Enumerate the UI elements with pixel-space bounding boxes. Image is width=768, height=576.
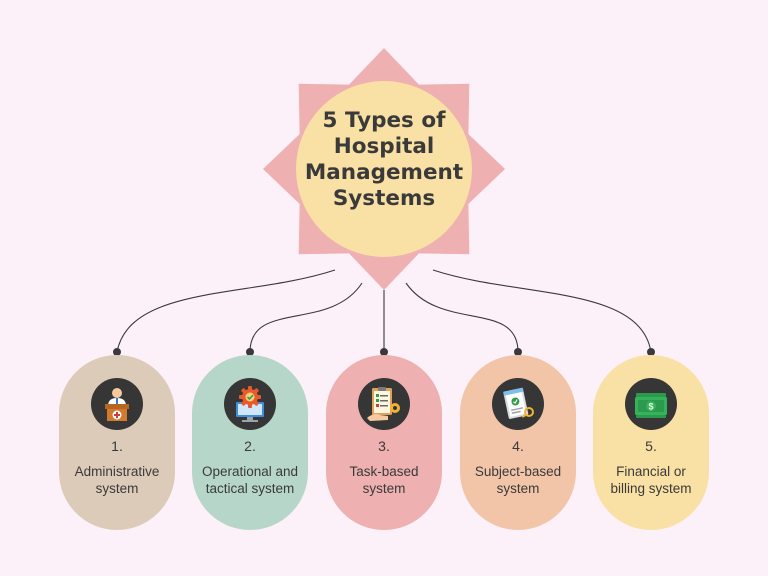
clipboard-task-icon (358, 378, 410, 430)
system-number: 4. (512, 438, 524, 454)
system-card-subject-based: 4. Subject-based system (460, 355, 576, 530)
system-label-line: system (362, 481, 406, 496)
system-label-line: system (95, 481, 139, 496)
system-label-line: billing system (610, 481, 692, 496)
connector-1 (116, 269, 336, 353)
connector-dots (113, 348, 655, 356)
system-label-line: Operational and (201, 464, 299, 479)
system-card-operational: 2. Operational and tactical system (192, 355, 308, 530)
system-label: Task-based system (330, 463, 438, 497)
system-label-line: Task-based (349, 464, 419, 479)
system-card-task-based: 3. Task-based system (326, 355, 442, 530)
system-label-line: system (496, 481, 540, 496)
connector-dot-4 (514, 348, 522, 356)
title-line-4: Systems (332, 186, 436, 211)
money-bill-icon: $ (625, 378, 677, 430)
system-label-line: Subject-based (474, 464, 562, 479)
connector-dot-2 (246, 348, 254, 356)
system-label-line: tactical system (205, 481, 295, 496)
title-circle (296, 81, 472, 257)
system-number: 1. (111, 438, 123, 454)
title-line-1: 5 Types of (322, 108, 446, 133)
system-label-line: Financial or (616, 464, 686, 479)
system-card-financial: $ 5. Financial or billing system (593, 355, 709, 530)
connector-2 (249, 282, 363, 353)
connector-4 (405, 282, 519, 353)
system-label: Administrative system (63, 463, 171, 497)
connectors (116, 269, 652, 353)
connector-dot-1 (113, 348, 121, 356)
system-label-line: Administrative (74, 464, 160, 479)
system-card-administrative: 1. Administrative system (59, 355, 175, 530)
system-label: Financial or billing system (597, 463, 705, 497)
gear-monitor-icon (224, 378, 276, 430)
title-line-3: Management (304, 160, 464, 185)
title-line-2: Hospital (333, 134, 435, 159)
receptionist-desk-icon (91, 378, 143, 430)
system-label: Operational and tactical system (196, 463, 304, 497)
connector-5 (432, 269, 652, 353)
diagram-title: 5 Types of Hospital Management Systems (294, 108, 474, 212)
connector-dot-3 (380, 348, 388, 356)
system-number: 2. (244, 438, 256, 454)
system-label: Subject-based system (464, 463, 572, 497)
system-number: 5. (645, 438, 657, 454)
svg-text:$: $ (648, 402, 653, 412)
document-search-icon (492, 378, 544, 430)
system-number: 3. (378, 438, 390, 454)
connector-dot-5 (647, 348, 655, 356)
